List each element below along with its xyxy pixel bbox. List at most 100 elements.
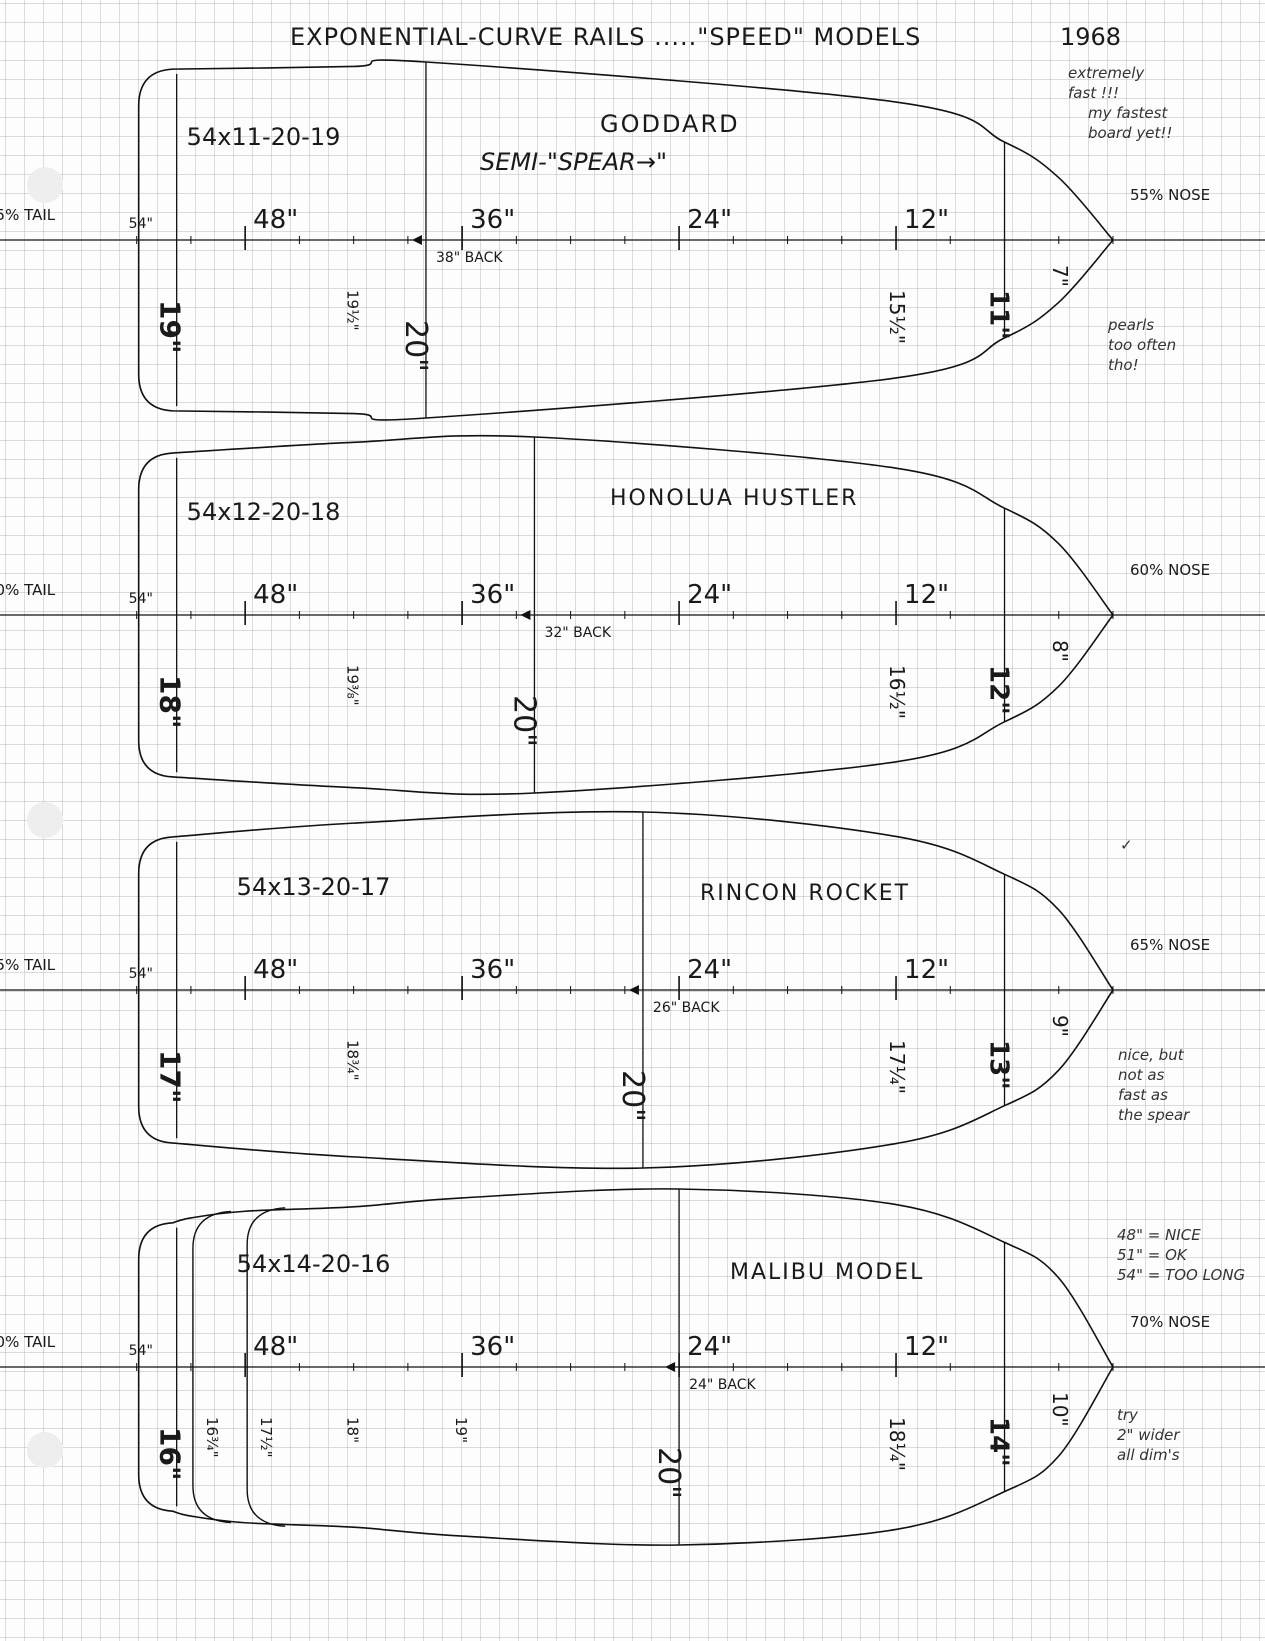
stringer-label: 48": [253, 205, 298, 235]
tail-width-label: 18": [154, 675, 187, 729]
width-measurement-label: 13": [984, 1040, 1014, 1090]
tail-percentage-label: 30% TAIL: [0, 1333, 56, 1351]
board-name: RINCON ROCKET: [700, 881, 910, 906]
punch-hole: [27, 1432, 63, 1468]
stringer-label: 36": [470, 955, 515, 985]
sheet-year: 1968: [1060, 23, 1121, 51]
board-name: MALIBU MODEL: [730, 1260, 924, 1285]
widest-point-back-label: 38" BACK: [436, 250, 503, 266]
nose-percentage-label: 70% NOSE: [1130, 1313, 1210, 1331]
stringer-label: 24": [687, 1332, 732, 1362]
width-measurement-label: 10": [1048, 1392, 1072, 1427]
stringer-label: 12": [904, 205, 949, 235]
width-measurement-label: 15½": [885, 290, 909, 344]
stringer-label: 54": [129, 591, 153, 607]
margin-note: extremely: [1068, 64, 1145, 82]
board-template: 54"48"36"24"12"24" BACK20"16"16¾"17½"18"…: [0, 1188, 1265, 1546]
nose-percentage-label: 55% NOSE: [1130, 186, 1210, 204]
max-width-label: 20": [651, 1447, 686, 1499]
width-measurement-label: 19⅜": [344, 665, 362, 706]
max-width-label: 20": [615, 1070, 650, 1122]
punch-hole: [27, 802, 63, 838]
stringer-label: 48": [253, 955, 298, 985]
stringer-label: 48": [253, 580, 298, 610]
stringer-label: 36": [470, 205, 515, 235]
nose-percentage-label: 60% NOSE: [1130, 561, 1210, 579]
max-width-label: 20": [398, 320, 433, 372]
board-template: 54" 48" 36" 24" 12" 38" BACK 20" 19" 19½" 15½" 11"…: [0, 59, 1265, 421]
margin-note: all dim's: [1117, 1446, 1180, 1464]
tail-percentage-label: 45% TAIL: [0, 206, 56, 224]
tail-percentage-label: 35% TAIL: [0, 956, 56, 974]
tail-percentage-label: 40% TAIL: [0, 581, 56, 599]
board-dimensions: 54x14-20-16: [237, 1250, 391, 1278]
stringer-label: 54": [129, 216, 153, 232]
width-measurement-label: 17½": [257, 1417, 275, 1458]
width-measurement-label: 19½": [344, 290, 362, 331]
width-measurement-label: 16¾": [203, 1417, 221, 1458]
width-measurement-label: 18¼": [885, 1417, 909, 1471]
tail-width-label: 17": [154, 1050, 187, 1104]
board-dimensions: 54x12-20-18: [187, 498, 341, 526]
margin-note: try: [1117, 1406, 1139, 1424]
stringer-label: 12": [904, 955, 949, 985]
margin-note: 2" wider: [1117, 1426, 1180, 1444]
margin-note: too often: [1108, 336, 1176, 354]
width-measurement-label: 7": [1048, 265, 1072, 287]
max-width-label: 20": [506, 695, 541, 747]
width-measurement-label: 11": [984, 290, 1014, 340]
arrow-icon: [411, 235, 422, 245]
stringer-label: 36": [470, 580, 515, 610]
board-dimensions: 54x11-20-19: [187, 123, 341, 151]
widest-point-back-label: 32" BACK: [544, 625, 611, 641]
margin-note: my fastest: [1088, 104, 1168, 122]
width-measurement-label: 16½": [885, 665, 909, 719]
arrow-icon: [628, 985, 639, 995]
width-measurement-label: 17¼": [885, 1040, 909, 1094]
stringer-label: 24": [687, 955, 732, 985]
width-measurement-label: 19": [452, 1417, 470, 1443]
margin-note: nice, but: [1118, 1046, 1185, 1064]
nose-percentage-label: 65% NOSE: [1130, 936, 1210, 954]
board-dimensions: 54x13-20-17: [237, 873, 391, 901]
widest-point-back-label: 24" BACK: [689, 1377, 756, 1393]
stringer-label: 36": [470, 1332, 515, 1362]
margin-note: 54" = TOO LONG: [1117, 1266, 1245, 1284]
punch-hole: [27, 167, 63, 203]
margin-note: ✓: [1120, 836, 1133, 854]
stringer-label: 48": [253, 1332, 298, 1362]
boards-layer: 54" 48" 36" 24" 12" 38" BACK 20" 19" 19½" 15½" 11"…: [0, 59, 1265, 1546]
sheet-title: EXPONENTIAL-CURVE RAILS ....."SPEED" MOD…: [290, 23, 921, 51]
margin-note: the spear: [1118, 1106, 1190, 1124]
tail-width-label: 19": [154, 300, 187, 354]
margin-note: not as: [1118, 1066, 1165, 1084]
arrow-icon: [665, 1362, 676, 1372]
board-template: 54" 48" 36" 24" 12" 26" BACK 20" 17" 18¾" 17¼" 13"…: [0, 810, 1265, 1170]
width-measurement-label: 12": [984, 665, 1014, 715]
stringer-label: 54": [129, 1343, 153, 1359]
margin-note: 51" = OK: [1117, 1246, 1188, 1264]
margin-note: tho!: [1108, 356, 1139, 374]
tail-width-label: 16": [154, 1427, 187, 1481]
margin-note: fast as: [1118, 1086, 1168, 1104]
width-measurement-label: 9": [1048, 1015, 1072, 1037]
board-template: 54" 48" 36" 24" 12" 32" BACK 20" 18" 19⅜" 16½" 12"…: [0, 434, 1265, 854]
board-name: HONOLUA HUSTLER: [610, 486, 858, 511]
board-name: GODDARD: [600, 110, 740, 138]
stringer-label: 54": [129, 966, 153, 982]
margin-note: 48" = NICE: [1117, 1226, 1201, 1244]
stringer-label: 12": [904, 580, 949, 610]
margin-note: board yet!!: [1088, 124, 1172, 142]
margin-note: pearls: [1107, 316, 1154, 334]
stringer-label: 24": [687, 205, 732, 235]
width-measurement-label: 8": [1048, 640, 1072, 662]
widest-point-back-label: 26" BACK: [653, 1000, 720, 1016]
stringer-label: 24": [687, 580, 732, 610]
width-measurement-label: 14": [984, 1417, 1014, 1467]
width-measurement-label: 18": [344, 1417, 362, 1443]
board-name-line-2: SEMI-"SPEAR→": [480, 148, 667, 176]
width-measurement-label: 18¾": [344, 1040, 362, 1081]
arrow-icon: [520, 610, 531, 620]
